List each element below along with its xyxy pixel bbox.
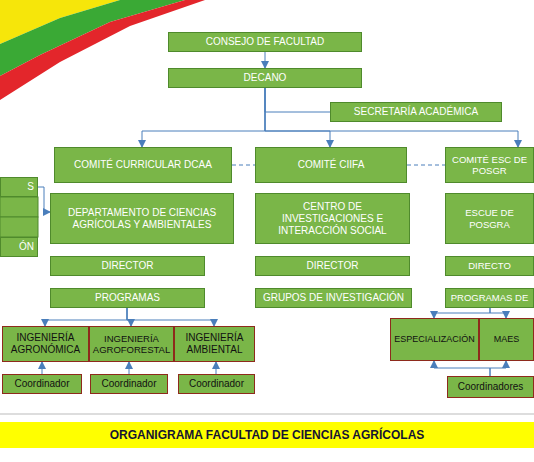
box-text: DECANO	[244, 72, 287, 84]
org-box: INGENIERÍA AGRONÓMICA	[2, 326, 89, 362]
box-text: INGENIERÍA AGROFORESTAL	[93, 333, 170, 356]
connector	[490, 308, 506, 318]
org-box: DECANO	[168, 68, 362, 88]
cut-box	[0, 197, 38, 217]
box-text: DIRECTOR	[306, 260, 358, 272]
connector	[232, 165, 255, 166]
box-text: Coordinador	[101, 378, 156, 390]
org-box: PROGRAMAS DE	[445, 288, 534, 308]
connector	[490, 361, 506, 376]
box-text: Coordinador	[14, 378, 69, 390]
org-box: S	[0, 177, 38, 197]
org-box: COMITÉ ESC DE POSGR	[445, 147, 534, 183]
title-band-text: ORGANIGRAMA FACULTAD DE CIENCIAS AGRÍCOL…	[0, 422, 534, 448]
org-box: Coordinador	[90, 374, 168, 394]
box-text: CENTRO DE INVESTIGACIONES E INTERACCIÓN …	[259, 201, 406, 237]
box-text: ESCUE DE POSGRA	[449, 207, 530, 230]
box-text: GRUPOS DE INVESTIGACIÓN	[263, 292, 404, 304]
org-box: INGENIERÍA AGROFORESTAL	[89, 326, 174, 362]
box-text: MAES	[494, 334, 520, 345]
org-box: ESPECIALIZACIÓN	[390, 318, 479, 361]
box-text: COMITÉ CURRICULAR DCAA	[74, 159, 212, 171]
box-text: PROGRAMAS DE	[451, 292, 529, 303]
box-text: INGENIERÍA AGRONÓMICA	[6, 332, 85, 356]
org-box: CONSEJO DE FACULTAD	[168, 32, 362, 52]
connector	[129, 362, 130, 374]
org-box: INGENIERÍA AMBIENTAL	[174, 326, 255, 362]
connector	[265, 88, 330, 147]
org-box: GRUPOS DE INVESTIGACIÓN	[255, 288, 412, 308]
connector	[434, 361, 490, 376]
title: ORGANIGRAMA FACULTAD DE CIENCIAS AGRÍCOL…	[110, 428, 425, 442]
connector	[45, 308, 127, 326]
box-text: ÓN	[19, 241, 34, 253]
box-text: PROGRAMAS	[95, 292, 160, 304]
cut-box	[0, 217, 38, 237]
org-box: DIRECTOR	[255, 256, 410, 276]
box-text: S	[27, 181, 34, 193]
org-box: COMITÉ CIIFA	[255, 147, 407, 183]
box-text: INGENIERÍA AMBIENTAL	[178, 332, 251, 356]
box-text: Coordinadores	[458, 381, 524, 393]
connector	[265, 52, 266, 68]
box-text: COMITÉ CIIFA	[298, 159, 365, 171]
connector	[42, 362, 43, 374]
connector	[38, 187, 50, 212]
org-box: MAES	[479, 318, 534, 361]
box-text: DIRECTOR	[101, 260, 153, 272]
connector	[216, 362, 217, 374]
connector	[407, 165, 445, 166]
org-box: DIRECTO	[445, 256, 534, 276]
connector	[127, 308, 214, 326]
org-box: SECRETARÍA ACADÉMICA	[330, 102, 502, 122]
org-box: CENTRO DE INVESTIGACIONES E INTERACCIÓN …	[255, 193, 410, 244]
org-box: ÓN	[0, 237, 38, 257]
org-box: Coordinadores	[447, 376, 534, 398]
connector	[265, 88, 330, 112]
connector	[142, 88, 265, 147]
org-box: DEPARTAMENTO DE CIENCIAS AGRÍCOLAS Y AMB…	[50, 193, 234, 244]
org-box: Coordinador	[2, 374, 82, 394]
connector	[265, 88, 518, 147]
org-box: ESCUE DE POSGRA	[445, 193, 534, 244]
title-rule	[0, 414, 534, 415]
org-box: Coordinador	[178, 374, 255, 394]
connector	[127, 308, 131, 326]
box-text: CONSEJO DE FACULTAD	[206, 36, 325, 48]
box-text: SECRETARÍA ACADÉMICA	[354, 106, 478, 118]
connector	[434, 308, 490, 318]
box-text: DIRECTO	[468, 260, 511, 271]
title-band	[0, 422, 534, 448]
box-text: ESPECIALIZACIÓN	[394, 334, 475, 345]
box-text: DEPARTAMENTO DE CIENCIAS AGRÍCOLAS Y AMB…	[54, 207, 230, 231]
org-box: PROGRAMAS	[50, 288, 205, 308]
org-box: COMITÉ CURRICULAR DCAA	[54, 147, 232, 183]
box-text: Coordinador	[189, 378, 244, 390]
org-box: DIRECTOR	[50, 256, 205, 276]
box-text: COMITÉ ESC DE POSGR	[449, 154, 530, 177]
